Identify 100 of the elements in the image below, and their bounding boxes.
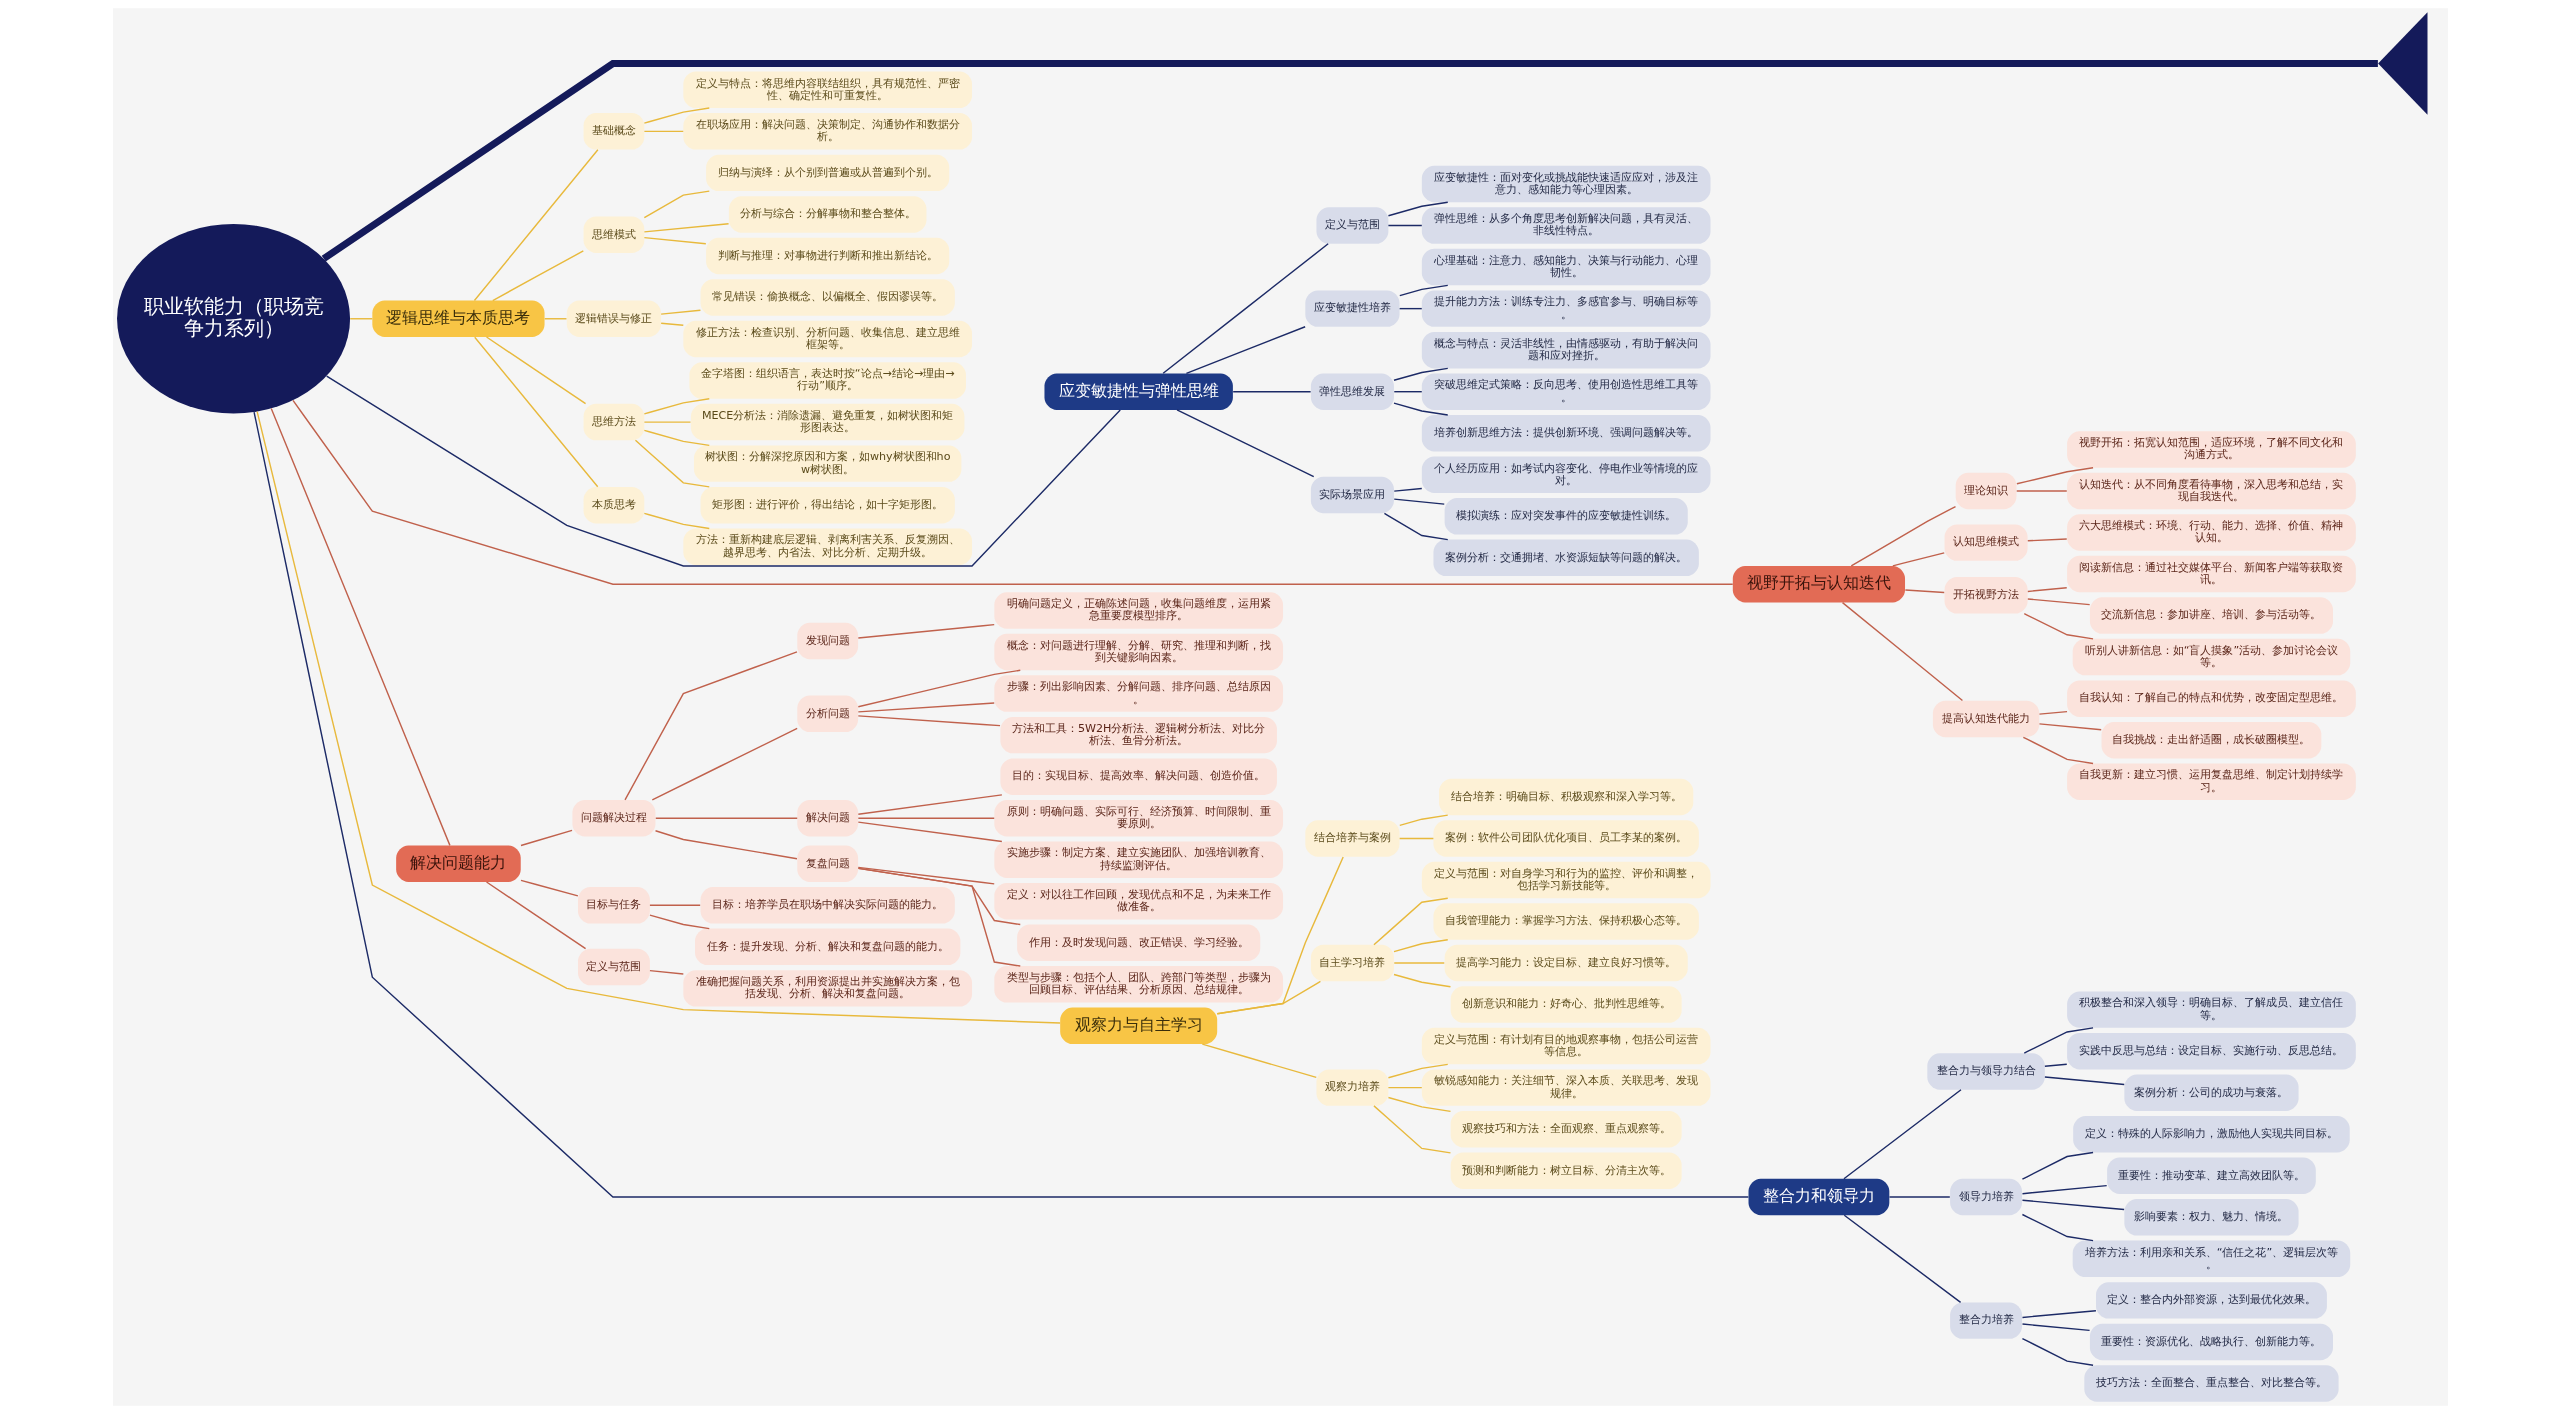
connector <box>2015 490 2067 492</box>
node-box: 理论知识 <box>1955 472 2016 510</box>
connector <box>1393 391 1422 393</box>
node-box: 积极整合和深入领导：明确目标、了解成员、建立信任等。 <box>2066 991 2356 1028</box>
node-box: 自我管理能力：掌握学习方法、保持积极心态等。 <box>1432 903 1699 940</box>
node-box: 视野开拓与认知迭代 <box>1732 565 1905 603</box>
connector <box>2026 538 2067 542</box>
node-box: 案例：软件公司团队优化项目、员工李某的案例。 <box>1432 820 1699 857</box>
connector <box>1383 512 1448 541</box>
connector <box>643 512 710 530</box>
connector <box>643 421 691 423</box>
connector <box>1392 939 1448 953</box>
connector <box>473 336 598 488</box>
connector <box>291 399 1733 585</box>
node-box: 预测和判断能力：树立目标、分清主次等。 <box>1450 1152 1682 1189</box>
node-box: 整合力培养 <box>1949 1302 2022 1339</box>
connector <box>1185 326 1306 375</box>
node-box: 在职场应用：解决问题、决策制定、沟通协作和数据分析。 <box>682 113 972 150</box>
connector <box>1387 1086 1422 1089</box>
node-box: 定义与范围：有计划有目的地观察事物，包括公司运营等信息。 <box>1421 1027 1710 1065</box>
connector <box>2023 1027 2094 1054</box>
connector <box>485 336 586 405</box>
connector <box>270 407 451 847</box>
connector <box>2043 1063 2067 1067</box>
connector <box>857 669 1021 708</box>
connector <box>1393 498 1445 505</box>
node-box: 目标与任务 <box>577 887 650 924</box>
connector <box>473 149 599 302</box>
connector <box>1392 402 1448 416</box>
connector <box>491 250 584 302</box>
connector <box>857 794 1003 815</box>
node-box: 自我认知：了解自己的特点和优势，改变固定型思维。 <box>2066 680 2356 717</box>
connector <box>519 829 573 847</box>
connector <box>648 969 684 975</box>
node-box: 定义：对以往工作回顾，发现优点和不足，为未来工作做准备。 <box>993 883 1283 920</box>
node-box: 定义与范围 <box>577 948 650 986</box>
node-box: 个人经历应用：如考试内容变化、停电作业等情境的应对。 <box>1421 456 1710 493</box>
node-box: 应变敏捷性：面对变化或挑战能快速适应应对，涉及注意力、感知能力等心理因素。 <box>1421 165 1710 203</box>
node-box: 作用：及时发现问题、改正错误、学习经验。 <box>1016 924 1260 961</box>
connector <box>1398 837 1434 840</box>
node-box: 思维模式 <box>583 216 644 253</box>
node-box: 自我挑战：走出舒适圈，成长破圈模型。 <box>2101 721 2321 759</box>
connector <box>2026 587 2067 593</box>
connector <box>634 439 710 488</box>
connector <box>643 429 710 447</box>
connector <box>2021 1184 2107 1195</box>
node-box: 敏锐感知能力：关注细节、深入本质、关联思考、发现规律。 <box>1421 1069 1710 1106</box>
connector <box>857 817 995 819</box>
connector <box>857 866 995 885</box>
node-box: 提高认知迭代能力 <box>1932 700 2039 738</box>
connector <box>1398 284 1448 297</box>
connector <box>654 817 798 819</box>
connector <box>2043 1076 2125 1086</box>
connector <box>2038 710 2068 715</box>
connector <box>651 727 798 801</box>
connector <box>1372 1105 1451 1154</box>
connector <box>1372 897 1448 946</box>
node-box: 影响要素：权力、魅力、情境。 <box>2123 1199 2299 1236</box>
connector <box>252 411 1749 1198</box>
node-box: 分析与综合：分解事物和整合整体。 <box>728 196 926 233</box>
node-box: 视野开拓：拓宽认知范围，适应环境，了解不同文化和沟通方式。 <box>2066 431 2356 468</box>
connector <box>857 623 995 639</box>
connector <box>1393 962 1445 964</box>
connector <box>2023 612 2094 640</box>
node-box: 整合力与领导力结合 <box>1926 1053 2045 1090</box>
connector <box>321 59 2378 262</box>
node-box: 培养方法：利用亲和关系、“信任之花”、逻辑层次等。 <box>2072 1240 2350 1278</box>
node-box: 判断与推理：对事物进行判断和推出新结论。 <box>705 237 949 275</box>
connector <box>485 881 586 950</box>
node-box: 定义：特殊的人际影响力，激励他人实现共同目标。 <box>2072 1116 2350 1153</box>
connector <box>1387 1063 1448 1079</box>
connector <box>648 904 701 906</box>
connector <box>1175 409 1314 478</box>
connector <box>349 318 373 320</box>
connector <box>659 322 684 326</box>
connector <box>1398 307 1422 310</box>
connector <box>643 130 684 133</box>
connector <box>2021 1151 2094 1180</box>
node-box: 案例分析：公司的成功与衰落。 <box>2123 1074 2299 1111</box>
node-box: MECE分析法：消除遗漏、避免重复，如树状图和矩形图表达。 <box>690 403 964 441</box>
connector <box>1841 601 1963 702</box>
connector <box>1891 552 1945 567</box>
node-box: 金字塔图：组织语言，表达时按“论点→结论→理由→行动”顺序。 <box>688 362 966 399</box>
node-box: 六大思维模式：环境、行动、能力、选择、价值、精神认知。 <box>2066 514 2356 551</box>
connector <box>2038 723 2102 731</box>
connector <box>857 867 1021 967</box>
node-box: 逻辑思维与本质思考 <box>371 300 545 337</box>
node-box: 解决问题能力 <box>395 845 521 882</box>
connector <box>1387 1096 1451 1113</box>
connector <box>519 879 579 897</box>
connector <box>1392 973 1451 988</box>
node-tail <box>2377 12 2427 115</box>
node-box: 重要性：推动变革、建立高效团队等。 <box>2106 1157 2316 1194</box>
node-box: 突破思维定式策略：反向思考、使用创造性思维工具等。 <box>1421 373 1710 410</box>
node-box: 领导力培养 <box>1949 1178 2022 1216</box>
node-box: 创新意识和能力：好奇心、批判性思维等。 <box>1450 986 1682 1023</box>
node-box: 技巧方法：全面整合、重点整合、对比整合等。 <box>2083 1365 2339 1402</box>
connector <box>648 914 710 930</box>
node-box: 方法：重新构建底层逻辑、剥离利害关系、反复溯因、越界思考、内省法、对比分析、定期升级。 <box>682 528 972 565</box>
connector <box>1850 505 1956 567</box>
